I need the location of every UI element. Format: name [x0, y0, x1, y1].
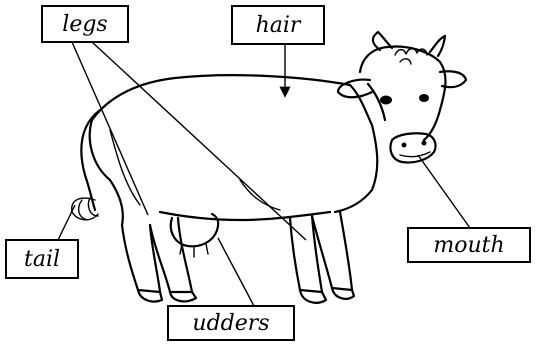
leader-tail	[58, 205, 75, 240]
label-hair: hair	[232, 6, 324, 44]
label-udders-text: udders	[192, 311, 269, 336]
cow-front-leg-right	[312, 212, 352, 290]
cow-rear-hoof-right	[170, 292, 196, 301]
label-tail: tail	[6, 240, 78, 278]
cow-body-detail	[110, 130, 280, 210]
cow-nostril-left	[402, 143, 407, 148]
label-hair-text: hair	[256, 13, 302, 38]
cow-neck-outline	[335, 85, 377, 212]
cow-eye-right	[419, 94, 429, 102]
cow-muzzle	[390, 133, 435, 162]
leader-udders	[218, 238, 254, 306]
label-legs: legs	[42, 6, 128, 42]
cow-illustration	[72, 32, 466, 303]
leader-legs-rear	[72, 42, 148, 215]
label-mouth-text: mouth	[433, 233, 504, 258]
leader-lines	[58, 42, 470, 306]
leader-mouth	[418, 155, 470, 228]
cow-belly-outline	[160, 212, 330, 220]
label-mouth: mouth	[408, 228, 530, 262]
cow-mouth-line	[400, 152, 430, 157]
label-legs-text: legs	[62, 12, 107, 37]
leader-legs-front	[92, 42, 306, 240]
cow-rear-leg-left	[122, 225, 160, 292]
cow-front-leg-left	[290, 216, 322, 292]
cow-nostril-right	[422, 141, 427, 146]
cow-back-outline	[92, 75, 350, 120]
label-tail-text: tail	[24, 247, 60, 272]
cow-ear-left	[338, 80, 372, 98]
cow-horn-right	[430, 36, 445, 56]
label-udders: udders	[168, 306, 294, 340]
cow-eye-left	[380, 96, 392, 105]
